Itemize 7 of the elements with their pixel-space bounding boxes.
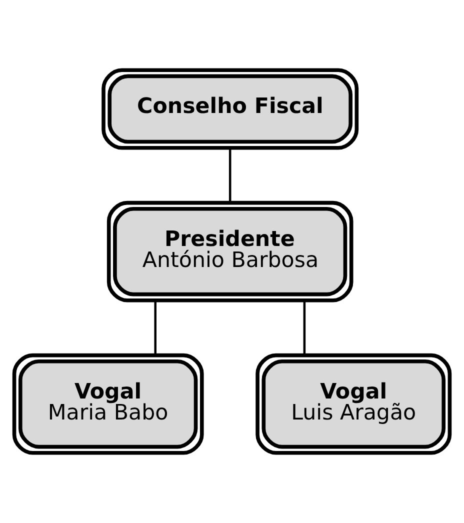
connector: [303, 300, 306, 356]
connector: [228, 148, 232, 202]
node-box: Presidente António Barbosa: [106, 200, 354, 302]
node-box: Conselho Fiscal: [102, 68, 359, 150]
node-box: Vogal Luis Aragão: [256, 353, 452, 455]
connector: [154, 300, 157, 356]
node-box: Vogal Maria Babo: [12, 353, 204, 455]
